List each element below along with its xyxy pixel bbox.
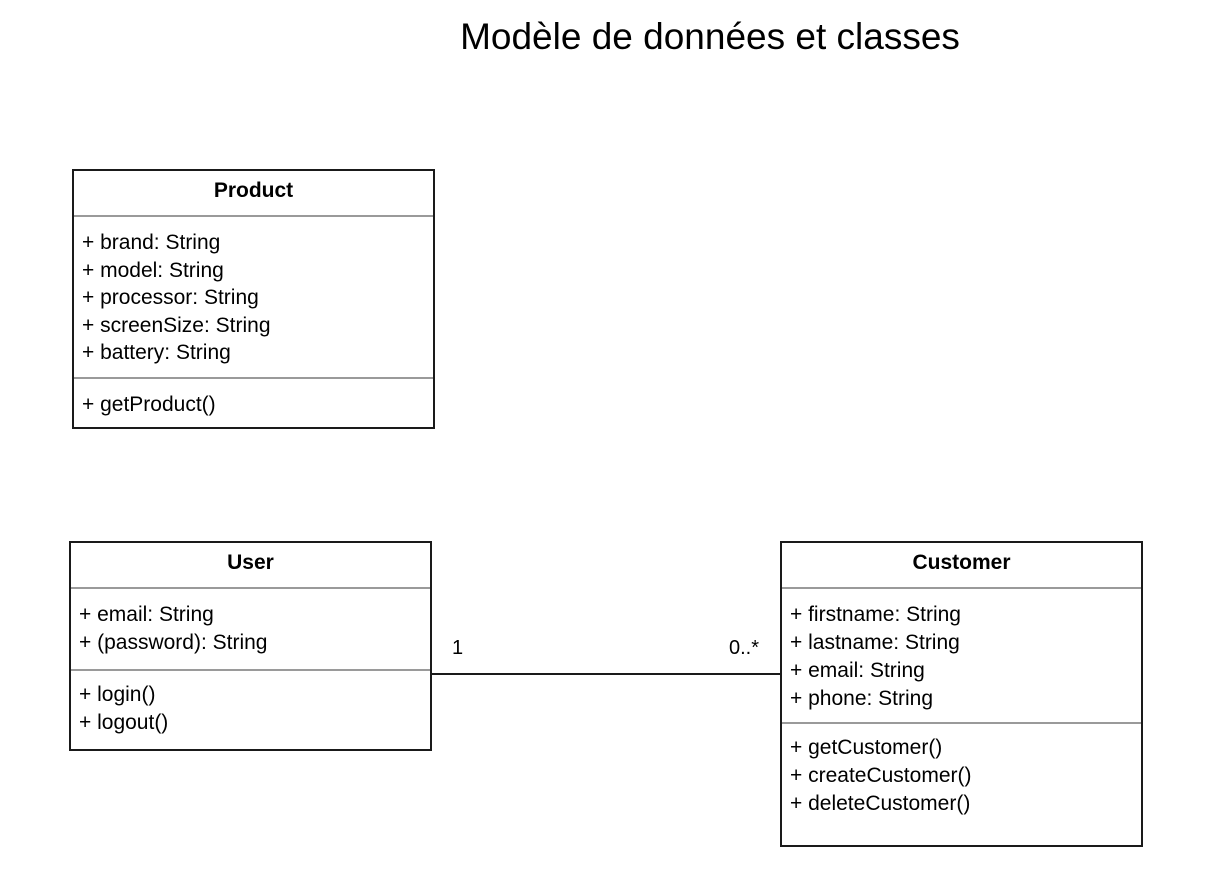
compartment-divider [74,377,433,379]
attribute: + screenSize: String [82,313,271,337]
attribute: + brand: String [82,231,221,254]
attribute-list: + brand: String + model: String + proces… [74,217,433,377]
operation: + getCustomer() [790,736,943,759]
operation: + logout() [79,711,169,734]
compartment-divider [782,722,1141,724]
attribute-list: + email: String + (password): String [71,589,430,669]
class-user[interactable]: User + email: String + (password): Strin… [69,541,432,751]
attribute: + email: String [790,659,925,682]
attribute: + phone: String [790,687,934,710]
class-name: User [227,551,274,574]
attribute: + battery: String [82,341,231,364]
attribute-list: + firstname: String + lastname: String +… [782,589,1141,722]
operation: + login() [79,683,156,706]
attribute: + model: String [82,258,224,282]
attribute: + firstname: String [790,603,961,626]
compartment-divider [71,669,430,671]
operation-list: + getProduct() [74,379,433,419]
class-customer[interactable]: Customer + firstname: String + lastname:… [780,541,1143,847]
attribute: + processor: String [82,286,259,309]
class-name: Customer [912,551,1011,574]
attribute: + lastname: String [790,631,960,654]
operation-list: + getCustomer() + createCustomer() + del… [782,724,1141,818]
compartment-divider [71,587,430,589]
operation: + getProduct() [82,393,216,416]
class-product[interactable]: Product + brand: String + model: String … [72,169,435,429]
attribute: + email: String [79,603,214,626]
operation: + deleteCustomer() [790,792,971,815]
compartment-divider [782,587,1141,589]
multiplicity-label-customer: 0..* [729,637,760,659]
association-line-user-customer[interactable] [432,673,780,675]
operation-list: + login() + logout() [71,671,430,737]
operation: + createCustomer() [790,764,972,787]
compartment-divider [74,215,433,217]
class-name: Product [213,179,294,202]
diagram-title: Modèle de données et classes [460,16,960,57]
multiplicity-label-user: 1 [452,637,464,659]
attribute: + (password): String [79,631,268,654]
